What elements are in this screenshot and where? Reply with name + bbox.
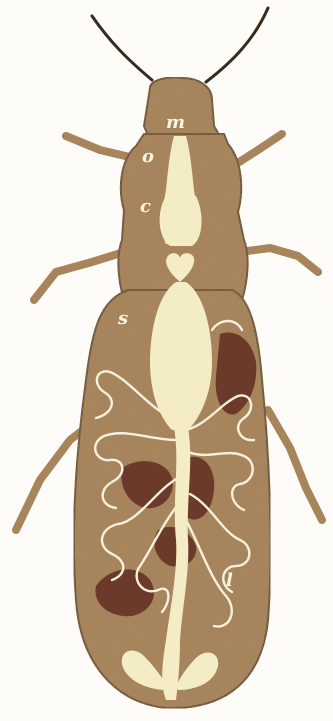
label-stomach: s [117,308,128,329]
left-antenna [92,16,152,80]
hind-right-leg [268,410,322,520]
crop [160,196,202,246]
middle-left-leg [34,252,124,300]
label-oesophagus: o [142,146,154,167]
label-crop: c [140,196,151,217]
label-mouth: m [166,112,185,133]
label-liver-tubes: l [226,570,233,591]
middle-right-leg [240,248,318,272]
front-left-leg [66,136,134,158]
right-antenna [206,8,268,82]
